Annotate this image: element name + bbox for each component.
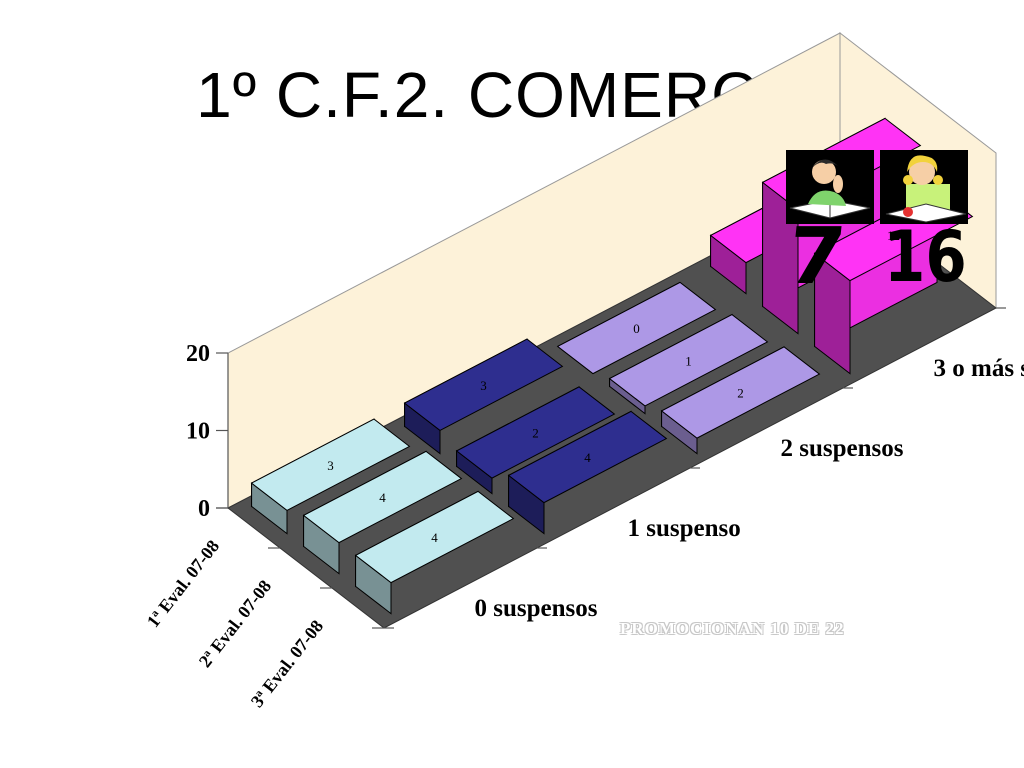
bar-top [403, 338, 564, 431]
category-label: 3ª Eval. 07-08 [247, 616, 327, 711]
bar-value-label: 0 [633, 321, 640, 336]
bar-value-label: 4 [379, 490, 386, 505]
girl-studying-icon [880, 150, 968, 224]
category-label: 2ª Eval. 07-08 [195, 576, 275, 671]
bar-top [250, 418, 411, 511]
bar-value-label: 4 [584, 450, 591, 465]
series-label: 0 suspensos [475, 595, 598, 622]
category-label: 1ª Eval. 07-08 [143, 536, 223, 631]
bar-value-label: 12 [887, 228, 900, 243]
series-label: 1 suspenso [628, 515, 741, 542]
bar-value-label: 3 [480, 378, 487, 393]
bar-value-label: 2 [737, 386, 744, 401]
value-tick-label: 0 [198, 496, 210, 522]
boy-studying-icon [786, 150, 874, 224]
value-tick-label: 10 [186, 419, 210, 445]
promotion-note: PROMOCIONAN 10 DE 22 [620, 619, 845, 638]
bar-value-label: 3 [327, 458, 334, 473]
series-label: 2 suspensos [781, 435, 904, 462]
bar-top [302, 450, 463, 544]
bar-value-label: 4 [431, 530, 438, 545]
value-tick-label: 20 [186, 341, 210, 367]
bar-value-label: 2 [532, 426, 539, 441]
bar-top [507, 410, 668, 504]
girls-count: 16 [884, 216, 967, 298]
bar-top [608, 314, 769, 407]
bar-top [660, 346, 821, 439]
series-label: 3 o más suspensos [934, 355, 1024, 382]
boys-count: 7 [783, 212, 850, 302]
bar-value-label: 1 [685, 353, 692, 368]
bar-top [455, 386, 616, 479]
bar-top [354, 490, 515, 584]
bar-top [556, 281, 717, 375]
